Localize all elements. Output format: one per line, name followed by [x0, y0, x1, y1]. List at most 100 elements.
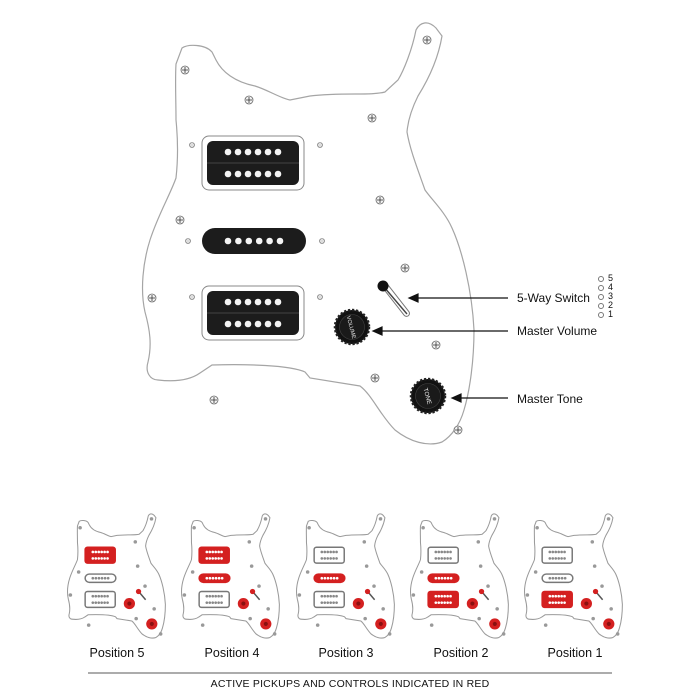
mini-screw	[315, 623, 320, 627]
tone-callout-label: Master Tone	[517, 392, 583, 406]
mini-screw	[363, 616, 367, 621]
legend-text: ACTIVE PICKUPS AND CONTROLS INDICATED IN…	[210, 678, 490, 690]
mini-screw	[592, 564, 597, 568]
mini-neck-pickup	[84, 546, 116, 564]
mini-screw	[486, 584, 490, 588]
position-diagram-5	[67, 513, 166, 639]
mini-bridge-pickup	[84, 590, 116, 609]
mini-screw	[266, 607, 270, 611]
mini-middle-pickup	[427, 573, 460, 584]
mini-screw	[429, 623, 434, 627]
mini-screw	[247, 540, 252, 544]
mini-screw	[297, 593, 302, 597]
position-diagram-4	[181, 513, 280, 639]
switch-number-2: 2	[608, 300, 614, 310]
neck-humbucker-pickup	[201, 135, 305, 191]
mini-screw	[525, 593, 530, 597]
position-diagram-2	[410, 513, 509, 639]
mini-screw	[152, 607, 156, 611]
mini-screw	[200, 623, 205, 627]
position-diagram-1	[524, 513, 623, 639]
position-label-5: Position 5	[89, 646, 145, 660]
mini-screw	[362, 540, 367, 544]
switch-dot-3	[598, 294, 604, 300]
mini-screw	[615, 632, 620, 636]
mini-screw	[143, 584, 147, 588]
mini-screw	[305, 570, 310, 574]
bridge-humbucker-pickup	[201, 285, 305, 341]
switch-dot-1	[598, 312, 604, 318]
mini-middle-pickup	[84, 573, 117, 584]
switch-dot-5	[598, 276, 604, 282]
mini-switch-tip	[478, 588, 485, 595]
position-diagrams	[67, 513, 623, 639]
mini-screw	[533, 570, 538, 574]
mini-screw	[68, 593, 73, 597]
mini-screw	[257, 584, 261, 588]
volume-callout-label: Master Volume	[517, 324, 598, 338]
mini-switch-tip	[135, 588, 142, 595]
five-way-switch	[377, 280, 410, 317]
mini-screw	[78, 525, 82, 530]
volume-knob-text: VOLUME	[345, 315, 357, 339]
mini-neck-pickup	[541, 546, 573, 564]
position-label-2: Position 2	[433, 646, 489, 660]
mini-screw	[249, 564, 254, 568]
volume-knob: VOLUME	[333, 308, 371, 346]
position-label-4: Position 4	[204, 646, 260, 660]
mini-switch-tip	[364, 588, 371, 595]
mini-screw	[543, 623, 548, 627]
mini-neck-pickup	[313, 546, 345, 564]
mini-screw	[478, 564, 483, 568]
mini-middle-pickup	[198, 573, 231, 584]
switch-number-3: 3	[608, 291, 614, 301]
mini-screw	[492, 517, 497, 521]
mini-bridge-pickup	[198, 590, 230, 609]
mini-screw	[411, 593, 416, 597]
mini-screw	[158, 632, 163, 636]
mini-screw	[190, 570, 195, 574]
mini-screw	[606, 517, 611, 521]
mini-screw	[419, 570, 424, 574]
mini-screw	[421, 525, 425, 530]
mini-screw	[495, 607, 499, 611]
mini-screw	[263, 517, 268, 521]
callout-arrows	[371, 293, 508, 403]
mini-screw	[590, 540, 595, 544]
mini-screw	[387, 632, 392, 636]
mini-screw	[591, 616, 595, 621]
mini-screw	[192, 525, 196, 530]
switch-callout-label: 5-Way Switch	[517, 291, 590, 305]
mini-screw	[135, 564, 140, 568]
mini-neck-pickup	[427, 546, 459, 564]
switch-dot-4	[598, 285, 604, 291]
mini-bridge-pickup	[541, 590, 573, 609]
mini-screw	[600, 584, 604, 588]
mini-screw	[476, 540, 481, 544]
mini-screw	[307, 525, 311, 530]
mini-screw	[364, 564, 369, 568]
mini-screw	[149, 517, 154, 521]
mini-screw	[248, 616, 252, 621]
mini-screw	[133, 540, 138, 544]
mini-screw	[182, 593, 187, 597]
mini-switch-tip	[249, 588, 256, 595]
main-pickguard: VOLUME TONE	[141, 22, 475, 445]
mini-screw	[86, 623, 91, 627]
mini-screw	[477, 616, 481, 621]
mini-neck-pickup	[198, 546, 230, 564]
position-diagram-3	[296, 513, 395, 639]
mini-screw	[76, 570, 81, 574]
mini-screw	[381, 607, 385, 611]
mini-middle-pickup	[313, 573, 346, 584]
mini-switch-tip	[592, 588, 599, 595]
switch-number-1: 1	[608, 309, 614, 319]
mini-bridge-pickup	[427, 590, 459, 609]
position-label-1: Position 1	[547, 646, 603, 660]
mini-screw	[501, 632, 506, 636]
mini-screw	[272, 632, 277, 636]
pickup-screws	[185, 142, 325, 300]
mini-screw	[134, 616, 138, 621]
position-label-3: Position 3	[318, 646, 374, 660]
mini-screw	[535, 525, 539, 530]
